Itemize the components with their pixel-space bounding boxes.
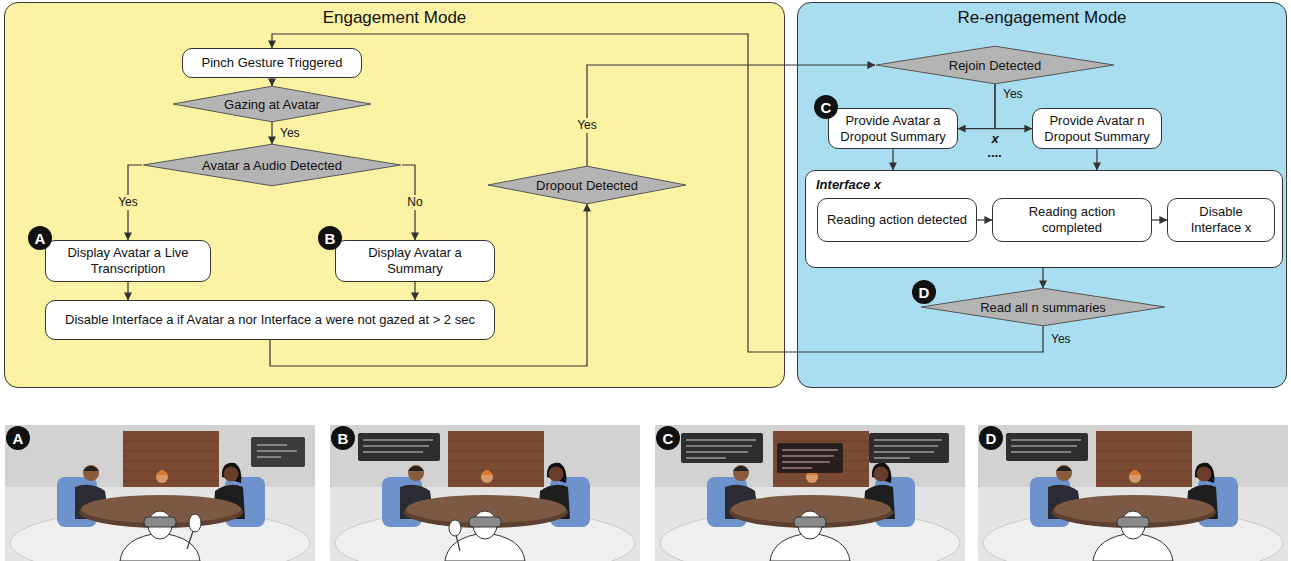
node-text: Disable Interface x (1176, 204, 1266, 235)
scene-a (5, 425, 315, 561)
flow-arrow (1096, 149, 1097, 170)
process-box: Provide Avatar a Dropout Summary (828, 108, 958, 149)
group-heading: Interface x (816, 177, 881, 192)
panel-lines (1011, 440, 1081, 452)
decision-diamond: Rejoin Detected (875, 46, 1115, 84)
edge-label: Yes (575, 118, 599, 132)
callout-letter: A (6, 426, 30, 450)
summary-panel (777, 443, 843, 473)
process-box: Display Avatar a Summary (335, 240, 495, 282)
flow-arrow (270, 204, 587, 366)
panel-lines (257, 445, 297, 457)
decision-diamond: Read all n summaries (920, 288, 1166, 326)
edge-label: Yes (116, 195, 140, 209)
diamond-shape (921, 288, 1165, 326)
diamond-shape (488, 166, 686, 204)
user-arm (187, 531, 193, 549)
edge-label: Yes (1049, 332, 1073, 346)
flow-arrow (1152, 219, 1167, 220)
callout-letter: C (814, 95, 838, 119)
diamond-shape (143, 144, 400, 186)
process-box: Pinch Gesture Triggered (182, 48, 362, 78)
node-text: Display Avatar a Summary (344, 245, 486, 276)
decision-diamond: Gazing at Avatar (172, 86, 372, 122)
flow-arrow (1042, 268, 1043, 288)
node-text: Display Avatar a Live Transcription (54, 245, 202, 276)
scene-d-overlay (1006, 433, 1088, 461)
group-box: Interface x Reading action detected Readin… (805, 170, 1283, 268)
panel-fill (797, 2, 1287, 388)
flow-arrow (977, 219, 992, 220)
summary-panel (681, 433, 763, 463)
node-text: Avatar a Audio Detected (202, 158, 342, 173)
summary-panel (1006, 433, 1088, 461)
panel-title: Re-engagement Mode (798, 8, 1286, 28)
callout-letter: A (28, 226, 52, 250)
node-text: Gazing at Avatar (224, 97, 320, 112)
process-box: Provide Avatar n Dropout Summary (1032, 108, 1162, 149)
process-box: Reading action completed (992, 198, 1152, 242)
panel-fill (805, 170, 1283, 268)
node-text: Dropout Detected (536, 178, 638, 193)
panel-title: Engagement Mode (5, 8, 784, 28)
diamond-shape (876, 46, 1114, 84)
node-text: Pinch Gesture Triggered (202, 55, 343, 71)
panel-lines (782, 450, 838, 468)
flow-arrow (414, 282, 415, 300)
edge-label: Yes (1001, 87, 1025, 101)
process-box: Disable Interface x (1167, 198, 1275, 242)
node-text: Rejoin Detected (949, 58, 1042, 73)
branch-marker: .... (988, 146, 1002, 160)
process-box: Reading action detected (817, 198, 977, 242)
scene-c (655, 425, 965, 561)
scene-c-overlay (681, 433, 949, 473)
summary-panel (358, 433, 440, 461)
panel-lines (686, 440, 756, 458)
panel-lines (874, 440, 942, 458)
flow-arrow (958, 84, 995, 129)
edge-label: Yes (278, 126, 302, 140)
callout-letter: D (912, 280, 936, 304)
flow-arrow (271, 122, 272, 144)
node-text: Disable Interface a if Avatar a nor Inte… (65, 312, 475, 328)
user-hand (189, 514, 201, 532)
node-text: Provide Avatar a Dropout Summary (837, 113, 949, 144)
callout-letter: B (318, 226, 342, 250)
summary-panel (869, 433, 949, 463)
flow-arrow (271, 78, 272, 86)
diamond-shape (173, 86, 371, 122)
node-text: Reading action detected (827, 212, 967, 228)
scene-b (330, 425, 640, 561)
branch-marker: x (991, 132, 998, 146)
scene-b-overlay (358, 433, 461, 551)
callout-letter: C (656, 426, 680, 450)
panel-fill (4, 2, 785, 388)
node-text: Provide Avatar n Dropout Summary (1041, 113, 1153, 144)
callout-letter: B (331, 426, 355, 450)
scene-d (978, 425, 1288, 561)
flow-arrow (892, 149, 893, 170)
user-arm (456, 535, 460, 551)
flow-arrow (587, 65, 875, 166)
flow-arrow (995, 84, 1032, 129)
decision-diamond: Dropout Detected (487, 166, 687, 204)
flow-arrow (127, 282, 128, 300)
transcript-panel (251, 437, 305, 467)
process-box: Display Avatar a Live Transcription (45, 240, 211, 282)
panel-lines (363, 440, 433, 452)
decision-diamond: Avatar a Audio Detected (142, 144, 402, 186)
scene-a-overlay (187, 437, 305, 549)
callout-letter: D (979, 426, 1003, 450)
mode-panel: Re-engagement ModeRejoin DetectedProvide… (797, 2, 1287, 388)
panel-fills (4, 2, 1287, 388)
node-text: Reading action completed (1001, 204, 1143, 235)
edge-label: No (405, 195, 424, 209)
user-hand (449, 520, 461, 536)
process-box: Disable Interface a if Avatar a nor Inte… (45, 300, 495, 340)
node-text: Read all n summaries (980, 300, 1106, 315)
